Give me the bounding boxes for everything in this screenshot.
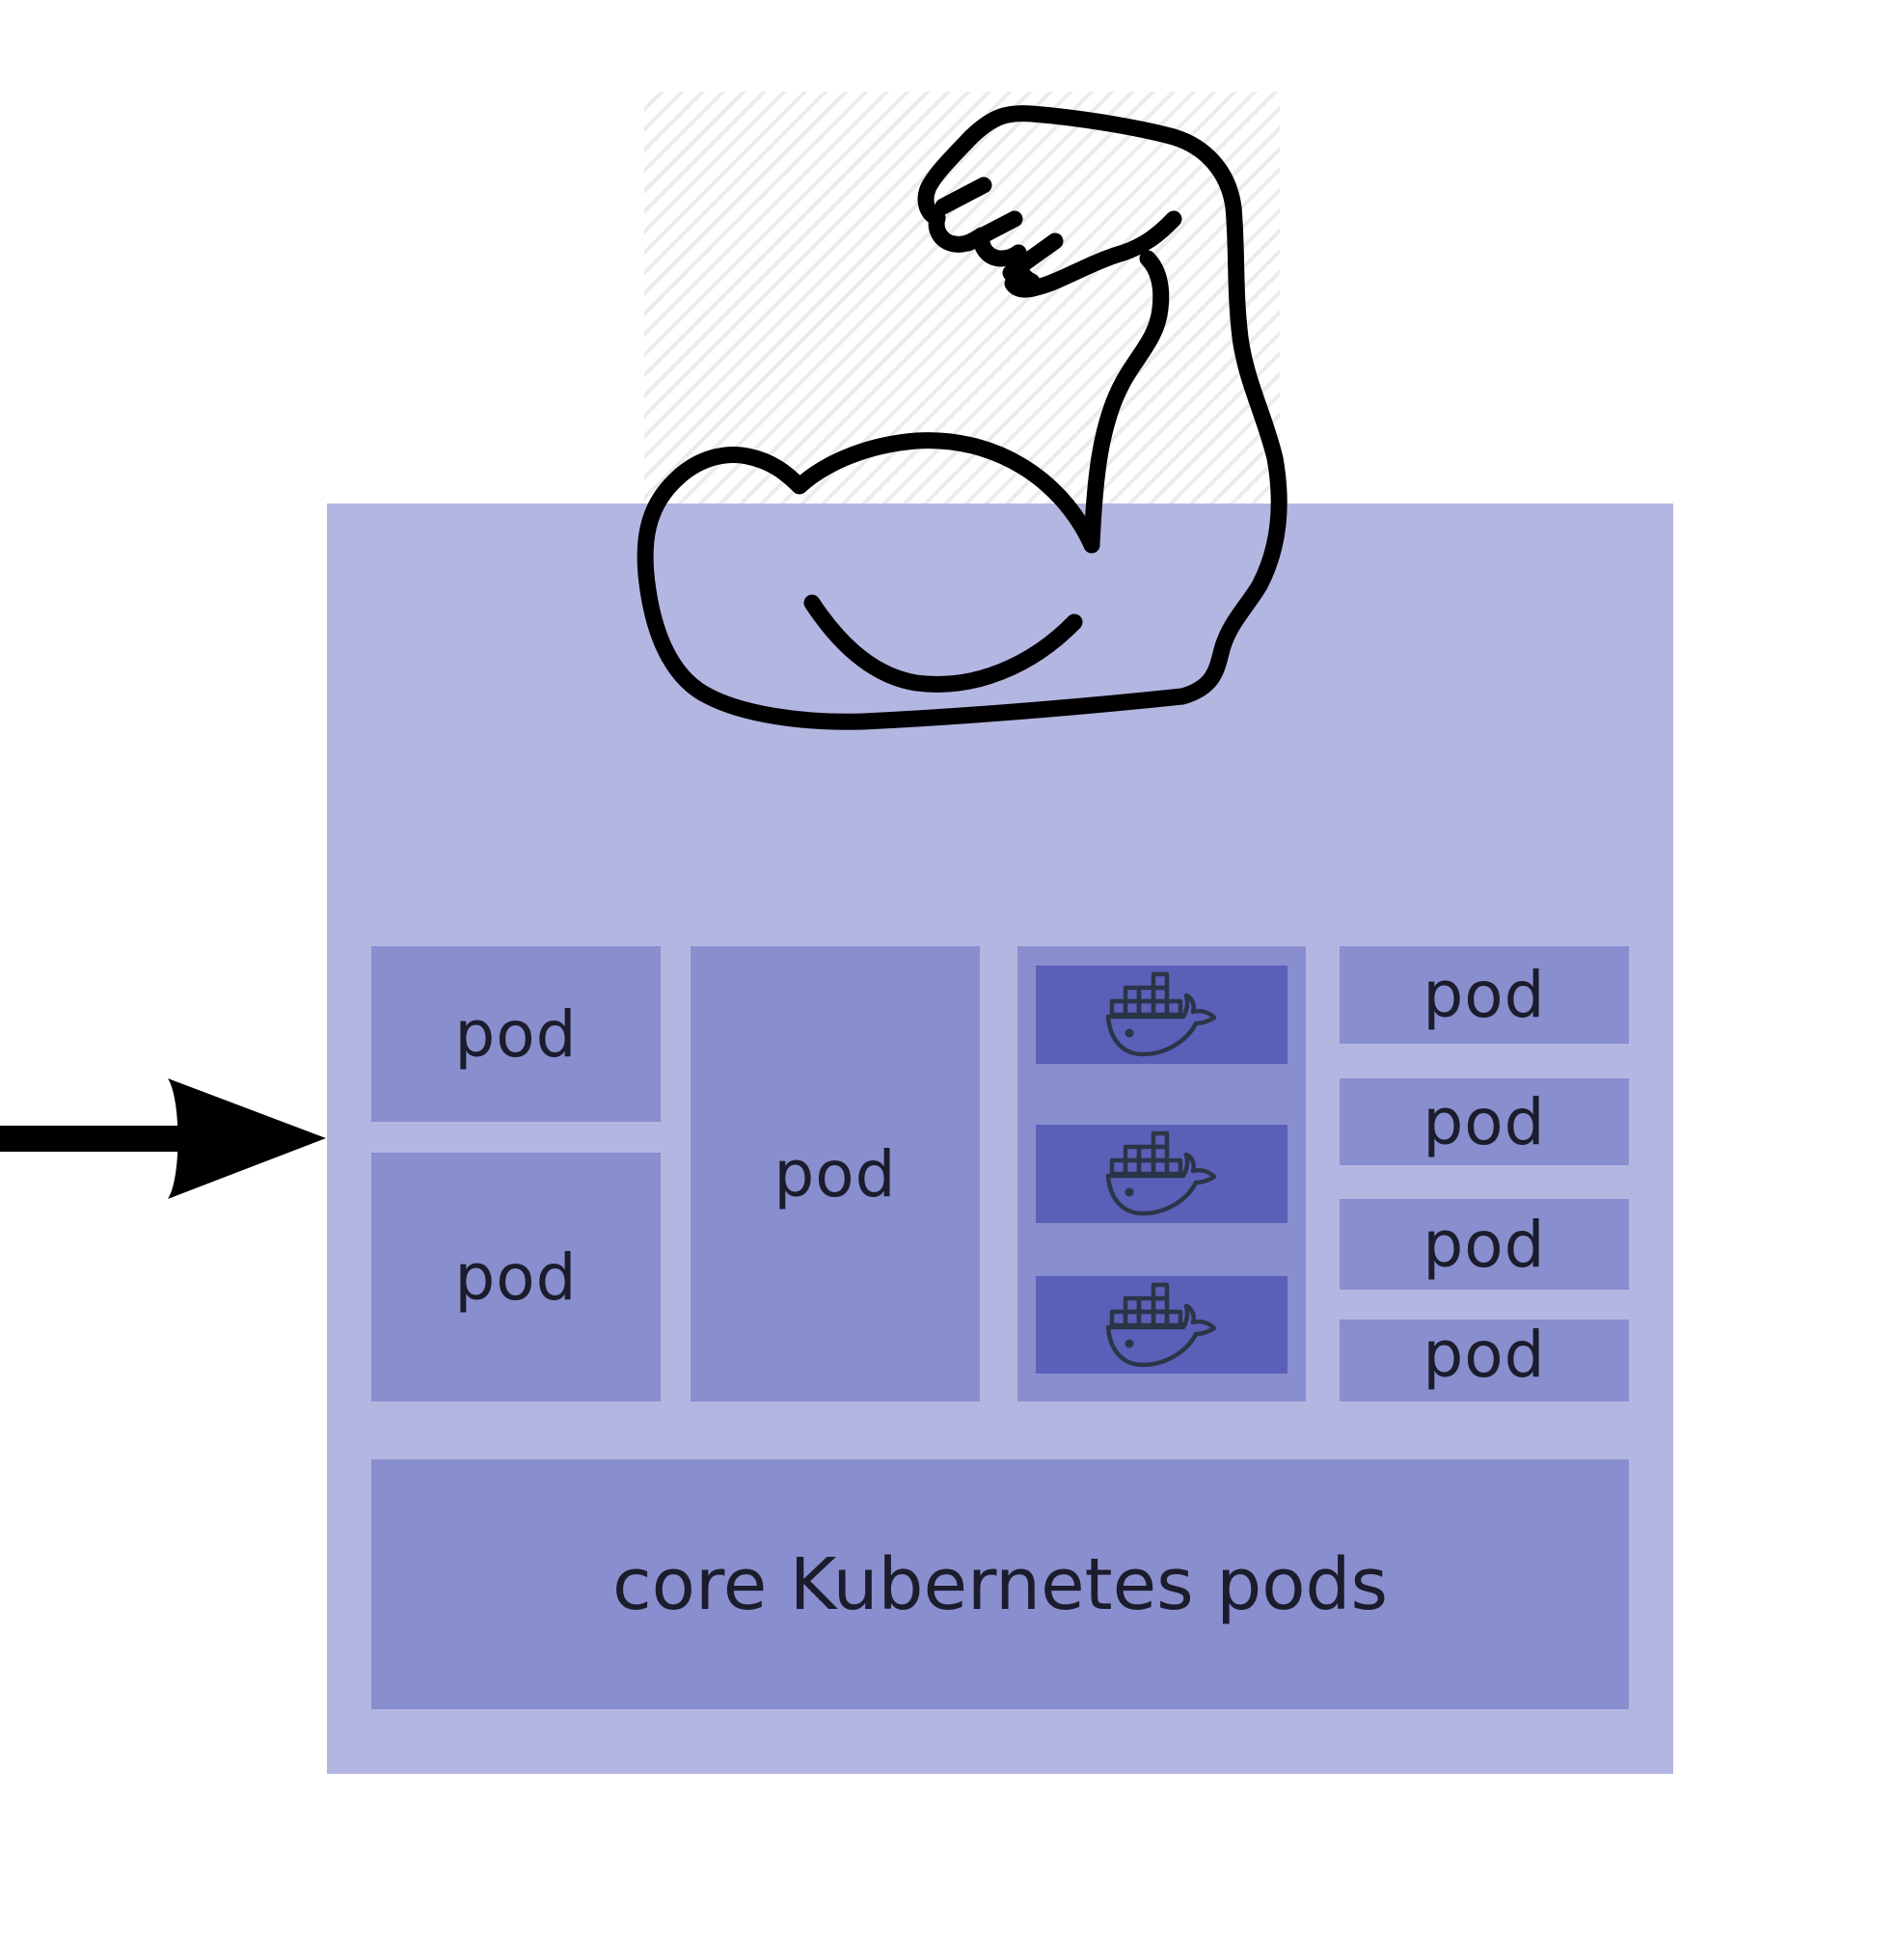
pod-label: pod: [1423, 1084, 1546, 1159]
core-pods-box: core Kubernetes pods: [371, 1459, 1629, 1709]
pod-label: pod: [1423, 958, 1546, 1032]
core-pods-label: core Kubernetes pods: [612, 1542, 1388, 1626]
docker-whale-icon: [1105, 1130, 1216, 1216]
pod-label: pod: [454, 996, 578, 1072]
flexed-biceps-icon: [637, 105, 1287, 730]
container-box: [1036, 966, 1287, 1064]
pod-label: pod: [1423, 1320, 1546, 1392]
pod-label: pod: [454, 1239, 578, 1315]
pod-box-small: pod: [1340, 946, 1629, 1044]
pod-box-small: pod: [1340, 1078, 1629, 1165]
docker-whale-icon: [1105, 1282, 1216, 1367]
pod-label: pod: [773, 1136, 897, 1211]
pod-box: pod: [371, 946, 661, 1122]
pod-box-small: pod: [1340, 1199, 1629, 1290]
pod-box-tall: pod: [691, 946, 980, 1402]
container-box: [1036, 1125, 1287, 1223]
docker-whale-icon: [1105, 971, 1216, 1057]
pod-box: pod: [371, 1153, 661, 1402]
pod-label: pod: [1423, 1207, 1546, 1282]
pod-box-small: pod: [1340, 1320, 1629, 1402]
container-box: [1036, 1276, 1287, 1374]
arrow-right-icon: [0, 1078, 326, 1199]
